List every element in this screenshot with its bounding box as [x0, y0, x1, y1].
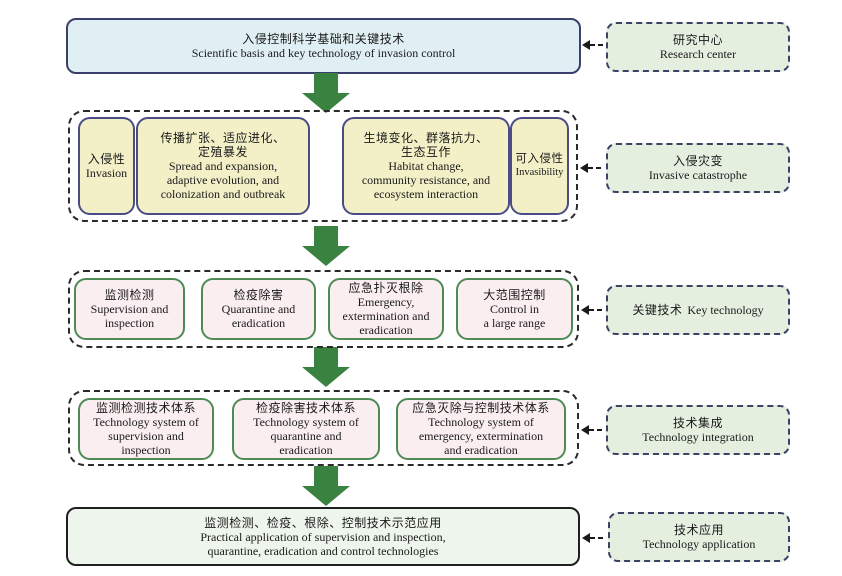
- bottom-box-en-line: quarantine, eradication and control tech…: [207, 543, 439, 558]
- tech-system-en-line: eradication: [279, 443, 333, 457]
- spread-en-line: Spread and expansion,: [168, 159, 278, 173]
- bottom-box-cn: 监测检测、检疫、根除、控制技术示范应用: [204, 515, 442, 530]
- down-arrow-icon: [302, 73, 350, 113]
- tech-system-cn: 检疫除害技术体系: [255, 401, 356, 415]
- key-tech-box: 大范围控制 Control in a large range: [456, 278, 573, 340]
- key-tech-en-line: inspection: [104, 316, 155, 330]
- key-tech-cn: 检疫除害: [233, 288, 284, 302]
- tech-system-cn: 监测检测技术体系: [95, 401, 196, 415]
- invasion-box: 入侵性 Invasion: [78, 117, 135, 215]
- left-arrow-icon: [581, 305, 605, 315]
- key-tech-cn: 应急扑灭根除: [348, 281, 424, 295]
- key-tech-en-line: eradication: [231, 316, 286, 330]
- side-label-cn: 入侵灾变: [672, 154, 723, 168]
- key-tech-en-line: Control in: [489, 302, 539, 316]
- habitat-en-line: Habitat change,: [388, 159, 464, 173]
- side-label-en: Research center: [659, 47, 737, 61]
- side-label-en: Technology application: [642, 537, 756, 551]
- side-label-technology-integration: 技术集成 Technology integration: [606, 405, 790, 455]
- key-tech-en-line: a large range: [483, 316, 546, 330]
- side-label-cn: 关键技术: [632, 303, 683, 317]
- invasibility-en: Invasibility: [515, 167, 564, 178]
- side-label-key-technology: 关键技术 Key technology: [606, 285, 790, 335]
- invasive-catastrophe-group: [68, 110, 578, 222]
- tech-system-en-line: Technology system of: [93, 415, 199, 429]
- left-arrow-icon: [581, 425, 605, 435]
- spread-en-line: colonization and outbreak: [160, 187, 286, 201]
- side-label-en: Key technology: [687, 303, 764, 317]
- tech-system-box: 监测检测技术体系 Technology system of supervisio…: [78, 398, 214, 460]
- spread-cn-line: 传播扩张、适应进化、: [160, 131, 286, 145]
- side-label-technology-application: 技术应用 Technology application: [608, 512, 790, 562]
- spread-en-line: adaptive evolution, and: [166, 173, 280, 187]
- left-arrow-icon: [582, 40, 606, 50]
- tech-system-en-line: Technology system of: [428, 415, 534, 429]
- key-tech-box: 应急扑灭根除 Emergency, extermination and erad…: [328, 278, 444, 340]
- key-tech-en-line: extermination and: [342, 309, 430, 323]
- habitat-en-line: community resistance, and: [361, 173, 491, 187]
- tech-system-en-line: supervision and: [108, 429, 184, 443]
- key-technology-group: [68, 270, 579, 348]
- tech-system-en-line: inspection: [121, 443, 171, 457]
- key-tech-box: 检疫除害 Quarantine and eradication: [201, 278, 316, 340]
- bottom-box-en-line: Practical application of supervision and…: [200, 529, 446, 544]
- side-label-invasive-catastrophe: 入侵灾变 Invasive catastrophe: [606, 143, 790, 193]
- tech-system-en-line: and eradication: [444, 443, 518, 457]
- invasion-en: Invasion: [85, 166, 128, 180]
- key-tech-box: 监测检测 Supervision and inspection: [74, 278, 185, 340]
- side-label-research-center: 研究中心 Research center: [606, 22, 790, 72]
- habitat-box: 生境变化、群落抗力、 生态互作 Habitat change, communit…: [342, 117, 510, 215]
- key-tech-cn: 大范围控制: [483, 288, 546, 302]
- research-center-box: 入侵控制科学基础和关键技术 Scientific basis and key t…: [66, 18, 581, 74]
- invasion-cn: 入侵性: [87, 152, 126, 166]
- technology-application-box: 监测检测、检疫、根除、控制技术示范应用 Practical applicatio…: [66, 507, 580, 566]
- habitat-cn-line: 生境变化、群落抗力、: [363, 131, 489, 145]
- habitat-cn-line: 生态互作: [400, 145, 451, 159]
- left-arrow-icon: [582, 533, 606, 543]
- tech-system-en-line: emergency, extermination: [418, 429, 544, 443]
- invasibility-cn: 可入侵性: [515, 152, 564, 165]
- side-label-cn: 研究中心: [672, 33, 723, 47]
- invasibility-box: 可入侵性 Invasibility: [510, 117, 569, 215]
- left-arrow-icon: [580, 163, 604, 173]
- tech-system-cn: 应急灭除与控制技术体系: [412, 401, 550, 415]
- key-tech-cn: 监测检测: [104, 288, 155, 302]
- side-label-cn: 技术应用: [673, 523, 724, 537]
- key-tech-en-line: Quarantine and: [221, 302, 296, 316]
- spread-box: 传播扩张、适应进化、 定殖暴发 Spread and expansion, ad…: [136, 117, 310, 215]
- top-box-en: Scientific basis and key technology of i…: [191, 46, 456, 60]
- side-label-en: Invasive catastrophe: [648, 168, 748, 182]
- key-tech-en-line: Supervision and: [90, 302, 169, 316]
- tech-system-box: 应急灭除与控制技术体系 Technology system of emergen…: [396, 398, 566, 460]
- key-tech-en-line: Emergency,: [357, 295, 415, 309]
- tech-system-en-line: quarantine and: [270, 429, 342, 443]
- side-label-cn: 技术集成: [672, 416, 723, 430]
- technology-integration-group: [68, 390, 579, 466]
- side-label-en: Technology integration: [642, 430, 754, 444]
- down-arrow-icon: [302, 466, 350, 506]
- habitat-en-line: ecosystem interaction: [373, 187, 479, 201]
- top-box-cn: 入侵控制科学基础和关键技术: [242, 32, 405, 46]
- down-arrow-icon: [302, 226, 350, 266]
- down-arrow-icon: [302, 347, 350, 387]
- spread-cn-line: 定殖暴发: [197, 145, 248, 159]
- tech-system-box: 检疫除害技术体系 Technology system of quarantine…: [232, 398, 380, 460]
- tech-system-en-line: Technology system of: [253, 415, 359, 429]
- key-tech-en-line: eradication: [359, 323, 413, 337]
